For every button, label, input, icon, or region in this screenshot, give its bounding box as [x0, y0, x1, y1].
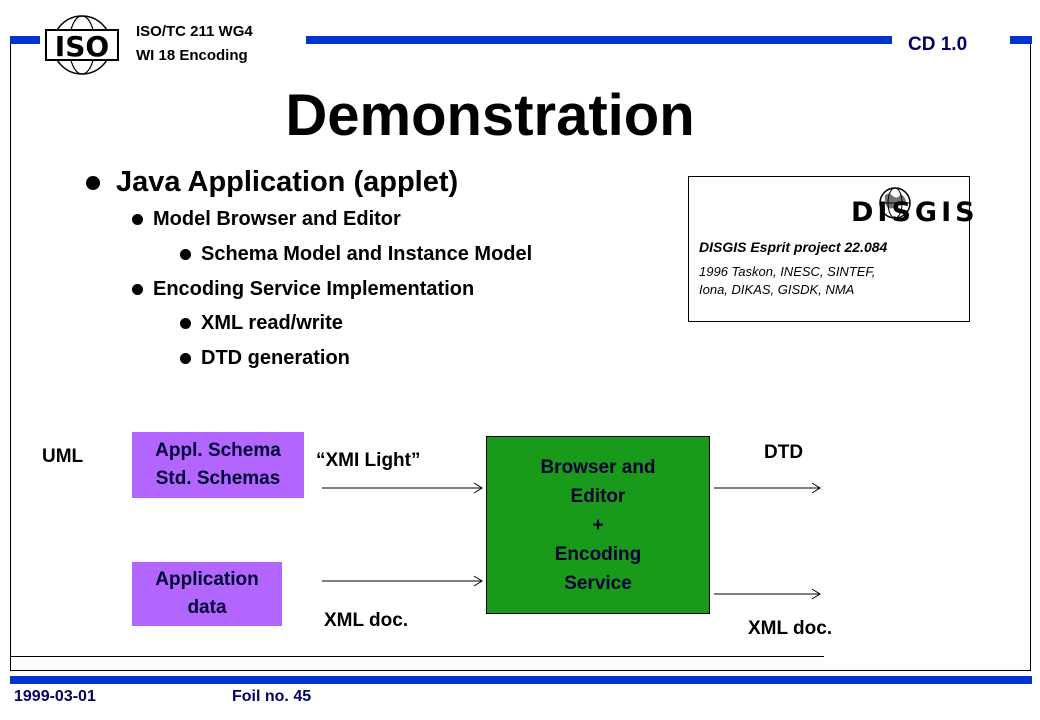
bullet-text: XML read/write	[201, 312, 343, 334]
xmi-light-label: “XMI Light”	[316, 450, 421, 471]
disgis-project: DISGIS Esprit project 22.084	[699, 239, 888, 255]
bullet-text: Java Application (applet)	[116, 166, 459, 198]
bullet-dot-icon	[180, 249, 191, 260]
arrowhead-dtd-out	[811, 482, 821, 494]
xml-doc-input-label: XML doc.	[324, 610, 409, 631]
bullet-level3-dtd: DTD generation	[180, 347, 350, 370]
frame-right	[1030, 44, 1031, 670]
engine-line4: Encoding	[554, 543, 642, 565]
footer-date: 1999-03-01	[14, 688, 96, 705]
browser-editor-encoding-box: Browser and Editor + Encoding Service	[486, 436, 710, 614]
arrowhead-xml-out	[811, 588, 821, 600]
bullet-dot-icon	[132, 214, 143, 225]
page-title: Demonstration	[285, 83, 695, 148]
frame-left	[10, 44, 11, 670]
bullet-level3-xml: XML read/write	[180, 312, 343, 335]
engine-line5: Service	[564, 572, 632, 594]
xml-doc-output-label: XML doc.	[748, 618, 833, 639]
bullet-level2-browser: Model Browser and Editor	[132, 208, 401, 231]
appdata-line2: data	[187, 597, 227, 618]
disgis-logo: DISGIS	[851, 197, 979, 228]
header-org-line1: ISO/TC 211 WG4	[136, 23, 253, 40]
arrowhead-xml-in	[473, 575, 483, 587]
engine-line2: Editor	[570, 485, 626, 507]
schema-box-line2: Std. Schemas	[155, 468, 281, 489]
bullet-level1: Java Application (applet)	[86, 166, 458, 199]
disgis-partners: 1996 Taskon, INESC, SINTEF, Iona, DIKAS,…	[699, 263, 875, 299]
bullet-dot-icon	[132, 284, 143, 295]
bullet-text: Encoding Service Implementation	[153, 278, 475, 300]
doc-status: CD 1.0	[908, 34, 968, 55]
bullet-level2-encoding: Encoding Service Implementation	[132, 278, 474, 301]
iso-logo-text: ISO	[55, 30, 109, 63]
dtd-label: DTD	[764, 442, 804, 463]
header-org-line2: WI 18 Encoding	[136, 47, 248, 64]
engine-line1: Browser and	[540, 456, 656, 478]
globe-icon	[879, 187, 911, 219]
schema-box: Appl. Schema Std. Schemas	[132, 432, 304, 498]
uml-label: UML	[42, 446, 84, 467]
bullet-text: Schema Model and Instance Model	[201, 243, 533, 265]
appdata-line1: Application	[155, 569, 259, 590]
bullet-level3-schema: Schema Model and Instance Model	[180, 243, 532, 266]
bullet-dot-icon	[86, 175, 100, 190]
application-data-box: Application data	[132, 562, 282, 626]
bullet-dot-icon	[180, 353, 191, 364]
header-bar-middle	[306, 36, 892, 44]
bullet-text: Model Browser and Editor	[153, 208, 401, 230]
frame-bottom-inner	[10, 656, 824, 657]
frame-bottom	[10, 670, 1031, 671]
footer-foil: Foil no. 45	[232, 688, 312, 705]
disgis-info-box: DISGIS DISGIS Esprit project 22.084 1996…	[688, 176, 975, 322]
engine-line3: +	[592, 514, 604, 536]
footer-bar	[10, 676, 1032, 684]
bullet-dot-icon	[180, 318, 191, 329]
header-bar-left	[10, 36, 40, 44]
header-bar-right	[1010, 36, 1032, 44]
disgis-partners-line2: Iona, DIKAS, GISDK, NMA	[699, 282, 855, 297]
bullet-text: DTD generation	[201, 347, 350, 369]
disgis-partners-line1: 1996 Taskon, INESC, SINTEF,	[699, 264, 876, 279]
iso-logo-icon: ISO	[45, 15, 119, 75]
schema-box-line1: Appl. Schema	[155, 440, 281, 461]
arrowhead-xmi-in	[473, 482, 483, 494]
